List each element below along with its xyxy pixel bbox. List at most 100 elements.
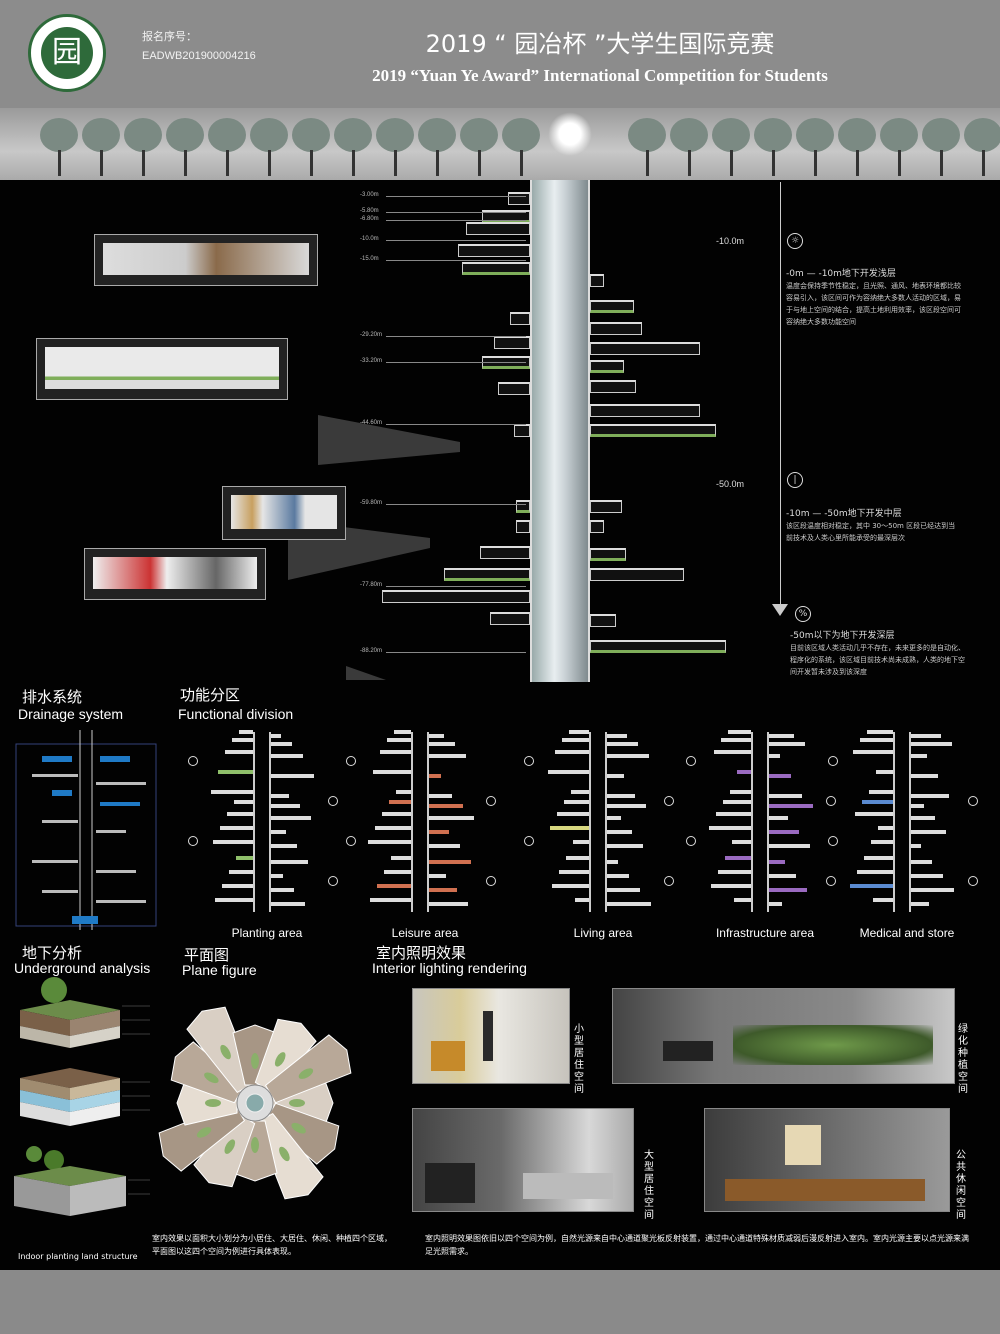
function-floor-bar — [769, 734, 794, 738]
planting-structure-caption: Indoor planting land structure — [18, 1252, 138, 1261]
function-floor-bar — [569, 730, 589, 734]
plan-green-area — [251, 1053, 259, 1069]
function-floor-bar — [271, 734, 281, 738]
depth-label: -59.80m — [360, 500, 383, 506]
function-marker-icon — [826, 876, 836, 886]
depth-leader-line — [386, 220, 526, 221]
function-marker-icon — [524, 836, 534, 846]
depth-label: -77.80m — [360, 582, 383, 588]
plan-green-area — [196, 1127, 212, 1138]
plan-green-area — [298, 1068, 314, 1079]
zone-axis-arrow-icon — [772, 604, 788, 616]
tree-icon — [796, 118, 834, 152]
function-floor-bar — [878, 826, 893, 830]
function-floor-bar — [737, 770, 751, 774]
render-label-small-living: 小型居住空间 — [574, 1024, 584, 1095]
tree-icon — [124, 118, 162, 152]
function-floor-bar — [552, 884, 589, 888]
render-bed — [523, 1173, 613, 1199]
tree-trunk — [268, 150, 271, 176]
function-floor-bar — [853, 750, 893, 754]
tree-trunk — [394, 150, 397, 176]
registration-label: 报名序号： — [142, 31, 197, 43]
function-floor-bar — [769, 902, 782, 906]
zone-marker-2: -50.0m — [716, 479, 745, 489]
function-floor-bar — [850, 884, 893, 888]
function-floor-bar — [429, 816, 474, 820]
function-floor-bar — [271, 874, 283, 878]
drainage-heading-cn: 排水系统 — [22, 688, 83, 706]
function-floor-bar — [429, 860, 471, 864]
drainage-heading-en: Drainage system — [18, 706, 124, 722]
depth-leader-line — [386, 260, 526, 261]
tree-icon — [670, 118, 708, 152]
function-floor-bar — [911, 754, 927, 758]
tree-trunk — [898, 150, 901, 176]
tree-trunk — [310, 150, 313, 176]
depth-label: -3.00m — [360, 192, 379, 198]
lighting-heading-cn: 室内照明效果 — [376, 944, 467, 962]
function-floor-bar — [562, 738, 589, 742]
plan-green-area — [289, 1099, 305, 1107]
function-floor-bar — [429, 804, 463, 808]
function-floor-bar — [867, 730, 893, 734]
render-small-living — [412, 988, 570, 1084]
function-floor-bar — [373, 770, 411, 774]
shaft-floor-right — [590, 614, 616, 627]
function-shaft — [751, 732, 769, 912]
depth-leader-line — [386, 212, 526, 213]
tree-trunk — [142, 150, 145, 176]
function-marker-icon — [524, 756, 534, 766]
function-floor-bar — [229, 870, 253, 874]
function-floor-bar — [607, 774, 624, 778]
function-floor-bar — [769, 874, 796, 878]
registration-number: EADWB201900004216 — [142, 50, 256, 62]
shaft-floor-left — [490, 612, 530, 625]
depth-label: -6.80m — [360, 216, 379, 222]
function-floor-bar — [429, 844, 460, 848]
lighting-heading-en: Interior lighting rendering — [372, 960, 527, 976]
render-planting — [612, 988, 955, 1084]
function-floor-bar — [387, 738, 411, 742]
shaft-floor-left — [480, 546, 530, 559]
function-floor-bar — [429, 794, 452, 798]
function-floor-bar — [429, 888, 457, 892]
function-marker-icon — [346, 836, 356, 846]
tree-icon — [880, 118, 918, 152]
depth-leader-line — [386, 652, 526, 653]
depth-label: -88.20m — [360, 648, 383, 654]
function-floor-bar — [225, 750, 253, 754]
depth-leader-line — [386, 504, 526, 505]
function-floor-bar — [236, 856, 253, 860]
function-floor-bar — [396, 790, 411, 794]
function-area-label: Infrastructure area — [715, 926, 815, 940]
function-floor-bar — [769, 742, 805, 746]
tree-trunk — [814, 150, 817, 176]
depth-label: -29.20m — [360, 332, 383, 338]
layer-stack-2 — [20, 1068, 120, 1126]
function-floor-bar — [607, 860, 618, 864]
function-shaft — [253, 732, 271, 912]
function-marker-icon — [828, 756, 838, 766]
function-floor-bar — [557, 812, 589, 816]
tree-icon — [82, 118, 120, 152]
shaft-floor-right — [590, 424, 716, 437]
render-person — [483, 1011, 493, 1061]
function-floor-bar — [769, 754, 780, 758]
layer-stack-1 — [20, 977, 120, 1048]
tree-icon — [376, 118, 414, 152]
shaft-floor-right — [590, 322, 642, 335]
function-floor-bar — [911, 734, 941, 738]
render-label-public-leisure: 公共休闲空间 — [956, 1150, 966, 1221]
plan-green-area — [274, 1052, 286, 1067]
function-floor-bar — [716, 812, 751, 816]
function-floor-bar — [911, 860, 932, 864]
thermometer-icon: | — [787, 472, 803, 488]
tree-trunk — [100, 150, 103, 176]
poster-footer — [0, 1270, 1000, 1334]
function-floor-bar — [714, 750, 751, 754]
depth-leader-line — [386, 196, 526, 197]
shaft-floor-right — [590, 500, 622, 513]
function-floor-bar — [429, 774, 441, 778]
function-floor-bar — [234, 800, 253, 804]
